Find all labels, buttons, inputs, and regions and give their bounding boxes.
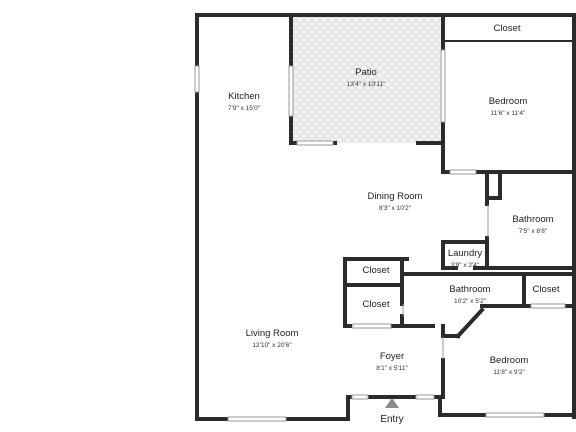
window-bedroom-bottom: [485, 412, 545, 418]
room-living: Living Room 12'10" x 20'6": [245, 328, 299, 349]
room-closet-mid1: Closet: [362, 265, 390, 277]
room-dims: 11'6" x 11'4": [490, 109, 526, 117]
room-bedroom-bottom: Bedroom 11'8" x 9'2": [489, 355, 529, 376]
room-name: Patio: [355, 67, 377, 78]
room-dims: 8'1" x 5'11": [376, 364, 408, 372]
room-name: Bedroom: [488, 96, 528, 107]
room-name: Kitchen: [228, 91, 260, 102]
room-bathroom-center: Bathroom 10'2" x 5'2": [449, 284, 491, 305]
room-closet-top: Closet: [493, 23, 521, 35]
room-name: Bedroom: [489, 355, 529, 366]
window-kitchen: [194, 65, 200, 93]
door-markers: [402, 205, 489, 359]
room-name: Bathroom: [512, 214, 554, 225]
room-bedroom-top: Bedroom 11'6" x 11'4": [488, 96, 528, 117]
window-closet-mid: [352, 323, 392, 329]
room-name: Laundry: [447, 248, 483, 259]
room-dining: Dining Room 8'3" x 10'2": [367, 191, 423, 212]
room-name: Closet: [362, 265, 390, 276]
room-name: Living Room: [245, 328, 299, 339]
entry-arrow-icon: [385, 398, 399, 408]
window-patio-right: [440, 49, 446, 123]
window-foyer-left: [351, 394, 369, 400]
window-bedroom-top: [449, 169, 477, 175]
room-dims: 13'4" x 10'11": [346, 80, 386, 88]
room-dims: 8'3" x 10'2": [378, 204, 412, 212]
window-patio-left: [288, 65, 294, 117]
window-foyer-right: [415, 394, 435, 400]
room-dims: 7'9" x 15'0": [227, 104, 261, 112]
room-dims: 10'2" x 5'2": [453, 297, 487, 305]
room-name: Closet: [493, 23, 521, 34]
room-bathroom-right: Bathroom 7'5" x 8'8": [512, 214, 554, 235]
patio-floor: [291, 16, 443, 143]
window-patio-bottom: [296, 140, 334, 146]
room-closet-right: Closet: [532, 284, 560, 296]
room-name: Dining Room: [367, 191, 423, 202]
room-foyer: Foyer 8'1" x 5'11": [376, 351, 408, 372]
room-patio: Patio 13'4" x 10'11": [346, 67, 386, 88]
room-name: Closet: [362, 299, 390, 310]
windows: [194, 49, 566, 422]
room-name: Foyer: [379, 351, 405, 362]
room-name: Bathroom: [449, 284, 491, 295]
room-closet-mid2: Closet: [362, 299, 390, 311]
room-dims: 12'10" x 20'6": [252, 341, 292, 349]
room-dims: 3'9" x 2'4": [450, 261, 480, 269]
room-kitchen: Kitchen 7'9" x 15'0": [227, 91, 261, 112]
room-dims: 7'5" x 8'8": [518, 227, 548, 235]
room-dims: 11'8" x 9'2": [493, 368, 525, 376]
window-living: [227, 416, 287, 422]
room-laundry: Laundry 3'9" x 2'4": [447, 248, 483, 269]
entry-label: Entry: [380, 414, 404, 425]
window-closet-right: [530, 303, 566, 309]
room-name: Closet: [532, 284, 560, 295]
